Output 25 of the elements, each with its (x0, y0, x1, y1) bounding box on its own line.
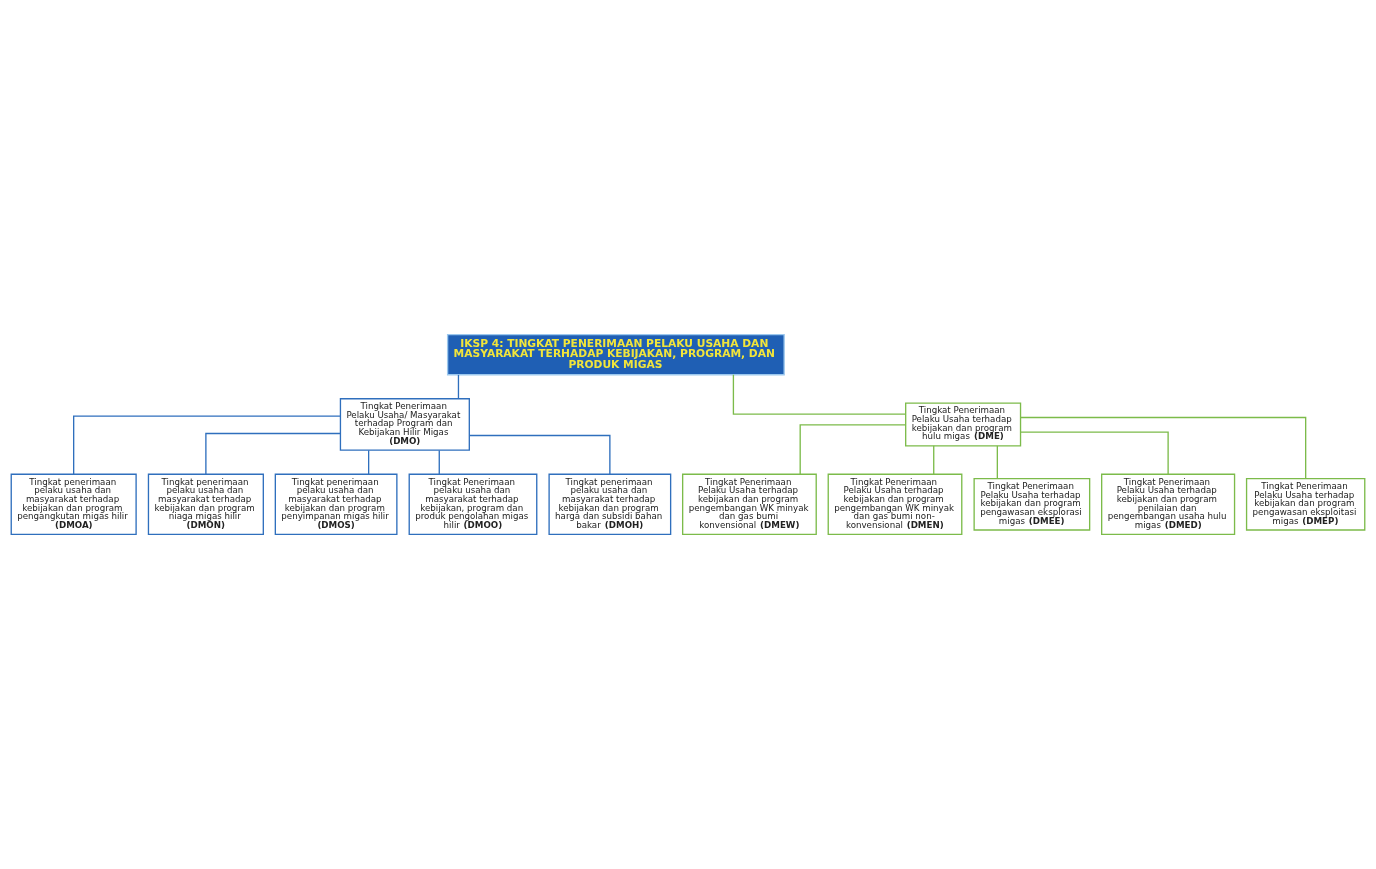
node-box: Tingkat Penerimaan Pelaku Usaha terhadap kebijakan dan program hulu migas (DME) (905, 402, 1022, 447)
connector (732, 374, 907, 415)
node-box: IKSP 4: TINGKAT PENERIMAAN PELAKU USAHA DAN MASYARAKAT TERHADAP KEBIJAKAN, PROGRAM, DAN PRODUK MIGAS (446, 334, 785, 376)
connector (799, 424, 907, 475)
node-box: Tingkat Penerimaan Pelaku Usaha terhadap kebijakan dan program pengawasan eksploitasi migas (DMEP) (1245, 477, 1366, 531)
node-box: Tingkat penerimaan pelaku usaha dan masyarakat terhadap kebijakan dan program pengangkutan migas hilir (DMOA) (10, 473, 137, 535)
connector (457, 374, 460, 400)
connector (438, 449, 440, 475)
connector (996, 445, 998, 479)
connector (367, 449, 370, 475)
connector (933, 445, 935, 475)
node-box: Tingkat Penerimaan Pelaku Usaha terhadap kebijakan dan program pengawasan eksplorasi migas (DMEE) (973, 477, 1091, 531)
node-box: Tingkat penerimaan pelaku usaha dan masyarakat terhadap kebijakan dan program penyimpanan migas hilir (DMOS) (274, 473, 398, 535)
node-box: Tingkat Penerimaan pelaku usaha dan masyarakat terhadap kebijakan, program dan produk pengolahan migas hilir (DMOO) (408, 473, 538, 535)
connector (1020, 431, 1169, 475)
connector (73, 415, 342, 475)
connector (205, 432, 341, 475)
node-box: Tingkat Penerimaan Pelaku Usaha/ Masyarakat terhadap Program dan Kebijakan Hilir Migas (DMO) (339, 398, 470, 451)
node-box: Tingkat Penerimaan Pelaku Usaha terhadap kebijakan dan program pengembangan WK minyak dan gas bumi non-konvensional (DMEN) (827, 473, 963, 535)
node-box: Tingkat Penerimaan Pelaku Usaha terhadap kebijakan dan program pengembangan WK minyak dan gas bumi konvensional (DMEW) (682, 473, 817, 535)
connector (1019, 416, 1307, 480)
connector (468, 434, 611, 475)
node-box: Tingkat penerimaan pelaku usaha dan masyarakat terhadap kebijakan dan program harga dan subsidi bahan bakar (DMOH) (548, 473, 672, 535)
node-box: Tingkat Penerimaan Pelaku Usaha terhadap kebijakan dan program penilaian dan pengembangan usaha hulu migas (DMED) (1101, 473, 1236, 535)
node-box: Tingkat penerimaan pelaku usaha dan masyarakat terhadap kebijakan dan program niaga migas hilir (DMON) (147, 473, 264, 535)
